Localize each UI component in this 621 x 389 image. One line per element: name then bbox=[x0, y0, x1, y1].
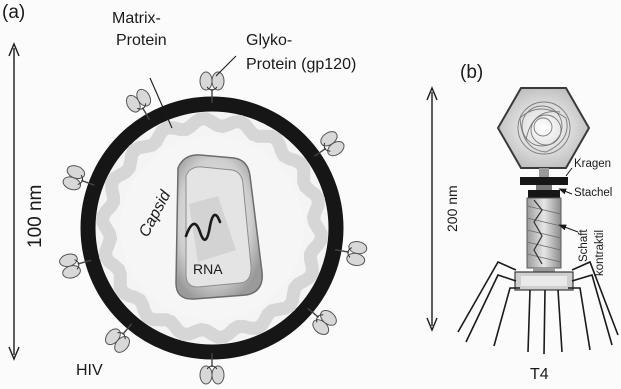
kontraktil-label: kontraktil bbox=[594, 230, 606, 276]
schaft-pointer bbox=[562, 226, 578, 232]
glycoprotein-label-line1: Glyko- bbox=[246, 32, 292, 50]
matrix-protein-label-line2: Protein bbox=[116, 32, 167, 50]
hiv-name-label: HIV bbox=[76, 362, 103, 380]
phage-head bbox=[498, 88, 589, 168]
panel-b-letter: (b) bbox=[460, 62, 483, 84]
t4-scale-label: 200 nm bbox=[444, 185, 460, 232]
glycoprotein-label-line2: Protein (gp120) bbox=[246, 56, 356, 74]
hiv-scale-label: 100 nm bbox=[25, 185, 47, 248]
panel-a-letter: (a) bbox=[2, 2, 25, 24]
hiv-virion bbox=[9, 44, 368, 384]
hiv-scale-arrow bbox=[9, 44, 19, 359]
matrix-protein-label-line1: Matrix- bbox=[112, 10, 161, 28]
kragen-label: Kragen bbox=[574, 158, 611, 170]
tail-sheath bbox=[527, 198, 561, 268]
schaft-label: Schaft bbox=[578, 229, 590, 262]
collar bbox=[520, 177, 568, 185]
t4-name-label: T4 bbox=[530, 366, 549, 384]
rna-label: RNA bbox=[193, 261, 223, 277]
stachel-band bbox=[528, 190, 560, 198]
stachel-pointer bbox=[562, 190, 572, 194]
kragen-pointer bbox=[566, 168, 572, 176]
glyko-pointer bbox=[216, 56, 236, 76]
t4-scale-arrow bbox=[427, 88, 437, 330]
stachel-label: Stachel bbox=[574, 187, 612, 199]
